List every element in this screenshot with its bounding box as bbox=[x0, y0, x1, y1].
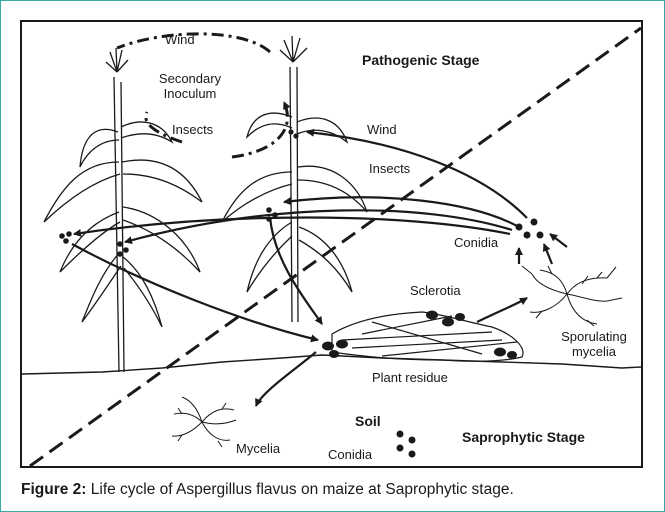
secondary-inoculum-line1: Secondary bbox=[150, 72, 230, 87]
figure-caption-prefix: Figure 2: bbox=[21, 481, 86, 498]
plant-residue-heap bbox=[332, 312, 523, 361]
conidia-label-upper: Conidia bbox=[454, 236, 498, 251]
saprophytic-stage-label: Saprophytic Stage bbox=[462, 429, 585, 445]
conidia-cluster-upper bbox=[516, 219, 544, 239]
ground-line bbox=[22, 355, 641, 374]
insects-label-left: Insects bbox=[172, 123, 213, 138]
secondary-inoculum-line2: Inoculum bbox=[150, 87, 230, 102]
sporulating-mycelia-line2: mycelia bbox=[554, 345, 634, 360]
plant-residue-label: Plant residue bbox=[372, 371, 448, 386]
insects-label-right: Insects bbox=[369, 162, 410, 177]
dispersal-arrows bbox=[72, 132, 567, 406]
conidia-cluster-lower bbox=[397, 431, 416, 458]
soil-mycelia bbox=[172, 397, 236, 447]
life-cycle-diagram bbox=[22, 22, 641, 466]
pathogenic-stage-label: Pathogenic Stage bbox=[362, 52, 479, 68]
sporulating-mycelia bbox=[522, 266, 622, 326]
mycelia-label: Mycelia bbox=[236, 442, 280, 457]
sporulating-mycelia-line1: Sporulating bbox=[554, 330, 634, 345]
wind-label-top: Wind bbox=[165, 33, 195, 48]
maize-plant-right bbox=[222, 36, 367, 322]
secondary-inoculum-label: Secondary Inoculum bbox=[150, 72, 230, 102]
conidia-label-lower: Conidia bbox=[328, 448, 372, 463]
sclerotia-label: Sclerotia bbox=[410, 284, 461, 299]
sporulating-mycelia-label: Sporulating mycelia bbox=[554, 330, 634, 360]
soil-label: Soil bbox=[355, 413, 381, 429]
figure-caption: Figure 2: Life cycle of Aspergillus flav… bbox=[21, 481, 514, 499]
wind-label-right: Wind bbox=[367, 123, 397, 138]
diagram-panel: Wind Pathogenic Stage Secondary Inoculum… bbox=[20, 20, 643, 468]
figure-caption-text: Life cycle of Aspergillus flavus on maiz… bbox=[86, 481, 513, 498]
